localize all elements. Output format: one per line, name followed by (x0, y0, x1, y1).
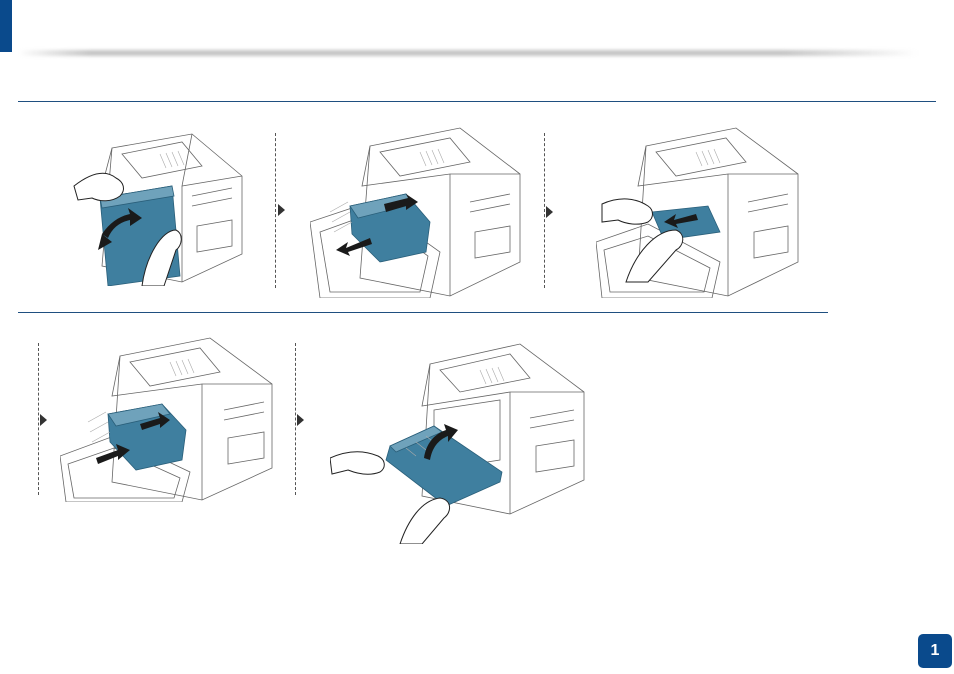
step-arrow-3 (40, 414, 47, 426)
step-2-illustration (310, 122, 530, 298)
step-arrow-2 (546, 206, 553, 218)
step-3-illustration (596, 122, 806, 298)
step-divider-2 (544, 133, 545, 288)
section-rule-middle (18, 312, 828, 313)
step-divider-1 (275, 133, 276, 288)
section-rule-top (18, 101, 936, 102)
step-5-illustration (330, 330, 592, 544)
page-number-badge: 1 (918, 634, 952, 668)
step-4-illustration (60, 332, 280, 502)
step-arrow-1 (278, 204, 285, 216)
step-divider-3 (38, 343, 39, 495)
step-1-illustration (72, 126, 252, 286)
step-divider-4 (295, 343, 296, 495)
chapter-tab-marker (0, 0, 12, 52)
header-rule (18, 50, 918, 56)
step-arrow-4 (297, 414, 304, 426)
